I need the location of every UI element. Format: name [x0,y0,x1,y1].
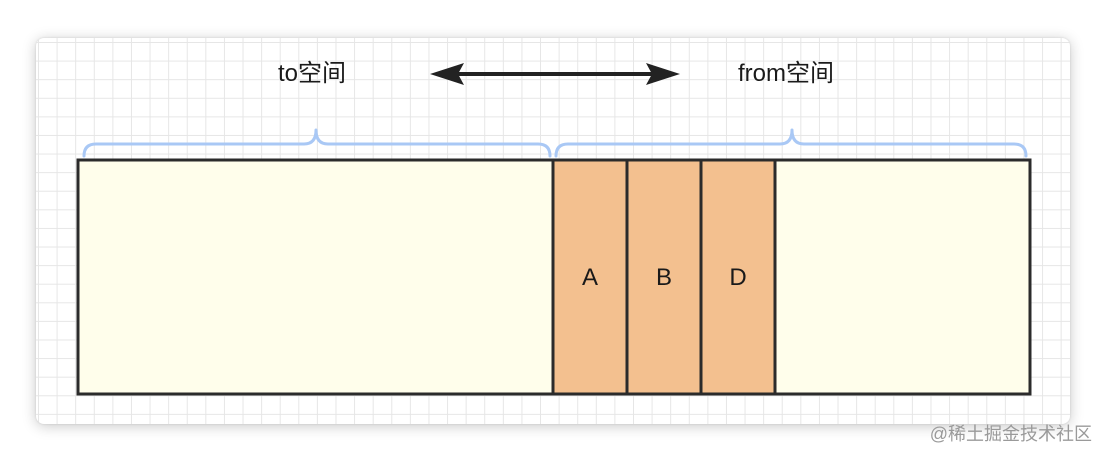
to-space-brace [82,128,552,158]
object-block-b [625,158,703,396]
block-d-label: D [729,264,747,291]
object-block-a [551,158,629,396]
object-block-d [699,158,777,396]
from-space-brace [554,128,1028,158]
block-a-label: A [581,264,598,291]
double-arrow-icon [430,63,680,85]
memory-diagram [76,63,1032,396]
diagram-card: to空间 from空间 A B D [36,38,1070,424]
to-space-region [76,158,555,396]
block-b-label: B [655,264,672,291]
to-space-label: to空间 [278,60,347,87]
from-space-label: from空间 [738,60,834,87]
watermark: @稀土掘金技术社区 [929,424,1092,444]
